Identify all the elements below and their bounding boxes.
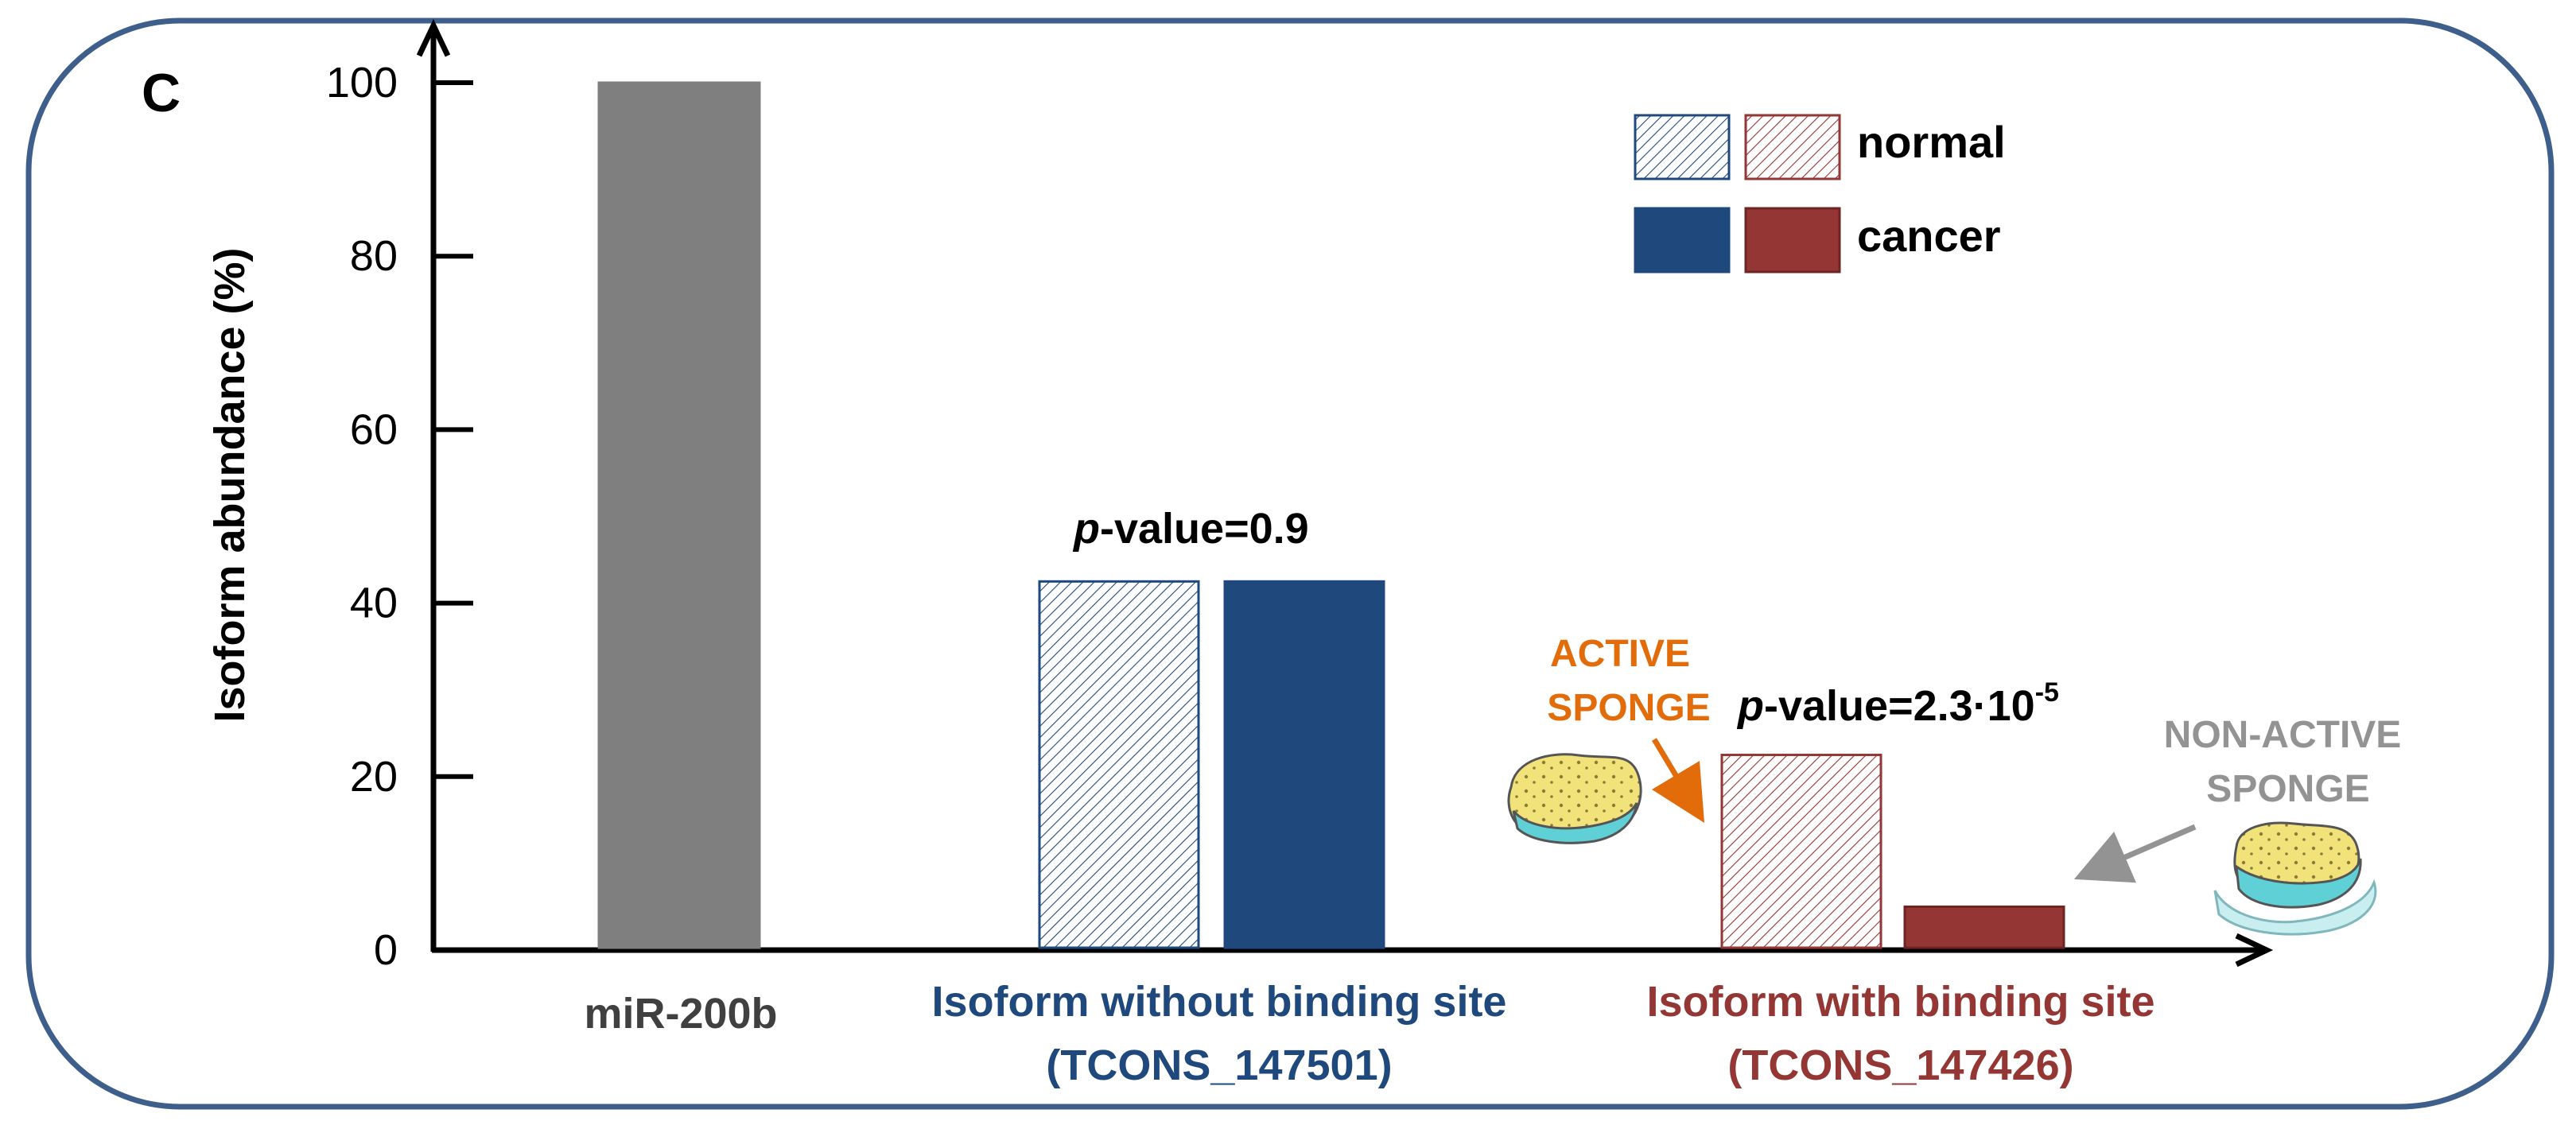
y-tick-label: 0 [374, 926, 398, 974]
active-sponge-label-line2: SPONGE [1547, 687, 1710, 729]
y-tick-label: 40 [350, 580, 398, 627]
x-category-label-line2: (TCONS_147426) [1727, 1042, 2073, 1089]
active-sponge-label-line1: ACTIVE [1550, 633, 1690, 675]
axes: 0 20 40 60 80 100 [326, 18, 2274, 974]
y-tick-label: 20 [350, 753, 398, 801]
y-tick-label: 80 [350, 232, 398, 280]
pvalue-annotation-2: p-value=2.3·10-5 [1736, 677, 2059, 730]
nonactive-sponge-label-line2: SPONGE [2206, 768, 2369, 810]
pvalue-2-p: p [1736, 682, 1764, 730]
legend-swatch-normal-red [1744, 114, 1841, 180]
pvalue-2-exp: -5 [2035, 677, 2059, 708]
x-axis-arrowhead [2235, 933, 2274, 968]
x-category-label-line1: Isoform with binding site [1647, 978, 2155, 1026]
y-tick-label: 60 [350, 405, 398, 453]
y-axis-label: Isoform abundance (%) [206, 247, 254, 722]
legend-swatch-normal-blue [1634, 114, 1731, 180]
pvalue-1-p: p [1072, 505, 1100, 553]
x-category-label-line1: miR-200b [584, 990, 777, 1038]
y-tick-label: 100 [326, 59, 398, 107]
pvalue-1-rest: -value=0.9 [1100, 505, 1309, 553]
legend-label-normal: normal [1857, 117, 2006, 167]
bar-cancer-group-1 [1223, 580, 1385, 949]
bars [597, 81, 2065, 949]
pvalue-annotation-1: p-value=0.9 [1072, 505, 1309, 553]
legend-swatch-cancer-red [1744, 207, 1841, 273]
legend: normal cancer [1634, 114, 2006, 273]
sponge-icon [1507, 753, 1642, 844]
legend-label-cancer: cancer [1857, 211, 2001, 261]
legend-swatch-cancer-blue [1634, 207, 1731, 273]
y-axis-arrowhead [416, 18, 451, 57]
x-category-labels: miR-200b Isoform without binding site (TCO… [584, 978, 2154, 1089]
active-sponge-arrow [1651, 738, 1705, 824]
nonactive-sponge-arrow [2073, 824, 2197, 883]
bar-normal-group-1 [1038, 580, 1200, 949]
x-category-label-line2: (TCONS_147501) [1046, 1042, 1392, 1089]
x-category-label-line1: Isoform without binding site [932, 978, 1507, 1026]
bar-normal-group-2 [1720, 754, 1882, 949]
panel-letter: C [142, 63, 181, 123]
pvalue-2-rest: -value=2.3·10 [1764, 682, 2035, 730]
soaked-sponge-icon [2213, 821, 2377, 936]
nonactive-sponge-label-line1: NON-ACTIVE [2164, 714, 2402, 756]
bar-group-0 [597, 81, 761, 949]
bar-cancer-group-2 [1903, 905, 2065, 949]
